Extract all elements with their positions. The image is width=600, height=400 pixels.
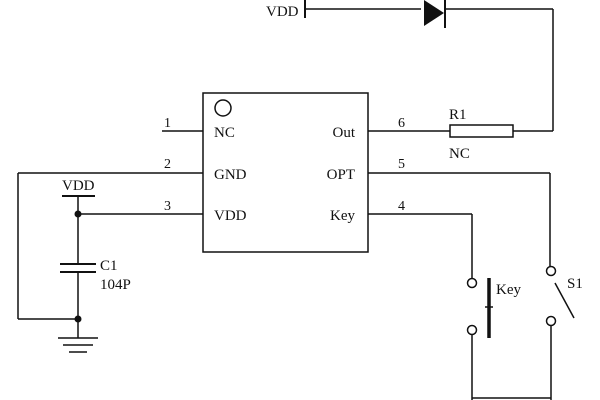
key-contact-bottom xyxy=(466,324,478,336)
pin2-label: GND xyxy=(214,167,247,183)
junction-gnd xyxy=(74,315,82,323)
key-contact-top xyxy=(466,277,478,289)
pin1-number: 1 xyxy=(164,116,171,131)
pin4-number: 4 xyxy=(398,199,405,214)
resistor-r1-icon xyxy=(449,124,514,138)
r1-value: NC xyxy=(449,146,470,162)
s1-label: S1 xyxy=(567,276,583,292)
c1-value: 104P xyxy=(100,277,131,293)
s1-contact-bottom xyxy=(545,315,557,327)
pin3-number: 3 xyxy=(164,199,171,214)
vdd-left-label: VDD xyxy=(62,178,95,194)
pin1-indicator xyxy=(214,99,232,117)
pin4-label: Key xyxy=(330,208,355,224)
pin5-label: OPT xyxy=(327,167,355,183)
vdd-top-label: VDD xyxy=(266,4,299,20)
pin5-number: 5 xyxy=(398,157,405,172)
ground-icon xyxy=(58,337,98,353)
s1-contact-top xyxy=(545,265,557,277)
s1-blade xyxy=(554,282,575,319)
r1-ref: R1 xyxy=(449,107,467,123)
pin2-number: 2 xyxy=(164,157,171,172)
junction-vdd xyxy=(74,210,82,218)
pin3-label: VDD xyxy=(214,208,247,224)
pin6-label: Out xyxy=(333,125,356,141)
pin6-number: 6 xyxy=(398,116,405,131)
c1-ref: C1 xyxy=(100,258,118,274)
key-label: Key xyxy=(496,282,521,298)
pin1-label: NC xyxy=(214,125,235,141)
diode-icon xyxy=(424,0,444,26)
